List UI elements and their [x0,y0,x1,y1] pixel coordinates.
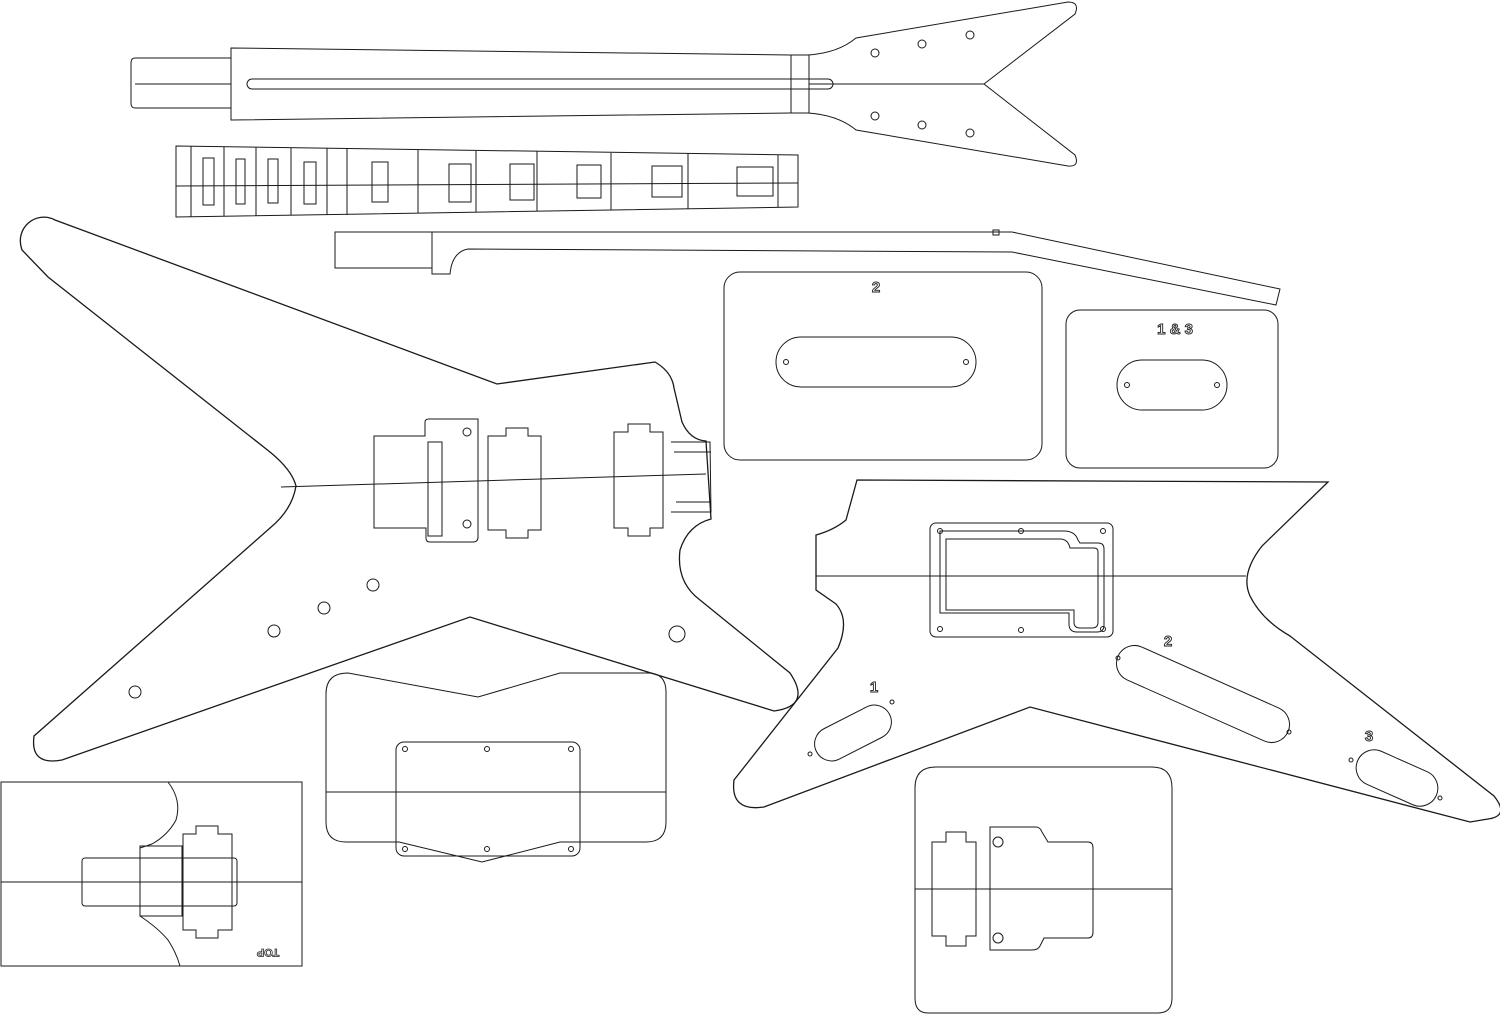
pickup-ring-1-and-3: 1 & 3 [1065,309,1279,469]
body-outline [19,216,799,762]
label-pickup-1: 1 [870,679,878,696]
back-cover-template [325,672,667,863]
trem-cavity-cover [929,522,1114,638]
neck-top-view [130,1,1077,167]
pickup-route-bridge [487,427,542,539]
label-2: 2 [872,279,880,296]
neck-tenon [130,57,231,109]
fretboard [175,145,799,218]
fret-lines [190,146,779,217]
neck-pocket [671,441,712,513]
pickguard-pickup-slot-3: 3 [1348,728,1443,807]
pickup-route-neck [613,423,664,537]
pickguard-outline [732,479,1500,823]
fretboard-outline [175,145,799,218]
pickup-ring-2: 2 [723,271,1043,461]
label-pickup-3: 3 [1365,728,1373,745]
tuner-holes [870,30,975,138]
pickguard-pickup-slot-2: 2 [1115,633,1292,744]
route-template-curve-bottom [139,915,181,967]
control-holes [128,578,686,699]
fret-inlays [202,157,774,206]
label-1-and-3: 1 & 3 [1157,321,1193,338]
label-pickup-2: 2 [1164,633,1172,650]
truss-rod-slot [246,78,834,90]
pickguard-pickup-slot-1: 1 [807,679,895,762]
pickup-route-template: TOP [0,781,303,967]
guitar-body [19,216,799,762]
neck-outline [230,1,1077,167]
bridge-route [373,418,479,543]
body-centerline [280,473,707,488]
pickguard: 1 2 3 [732,479,1500,823]
fretboard-centerline [175,182,799,187]
label-top: TOP [257,946,279,958]
neck-side-profile [334,229,1281,306]
route-template-curve-top [139,781,179,849]
electronics-cover-template [914,766,1173,1014]
